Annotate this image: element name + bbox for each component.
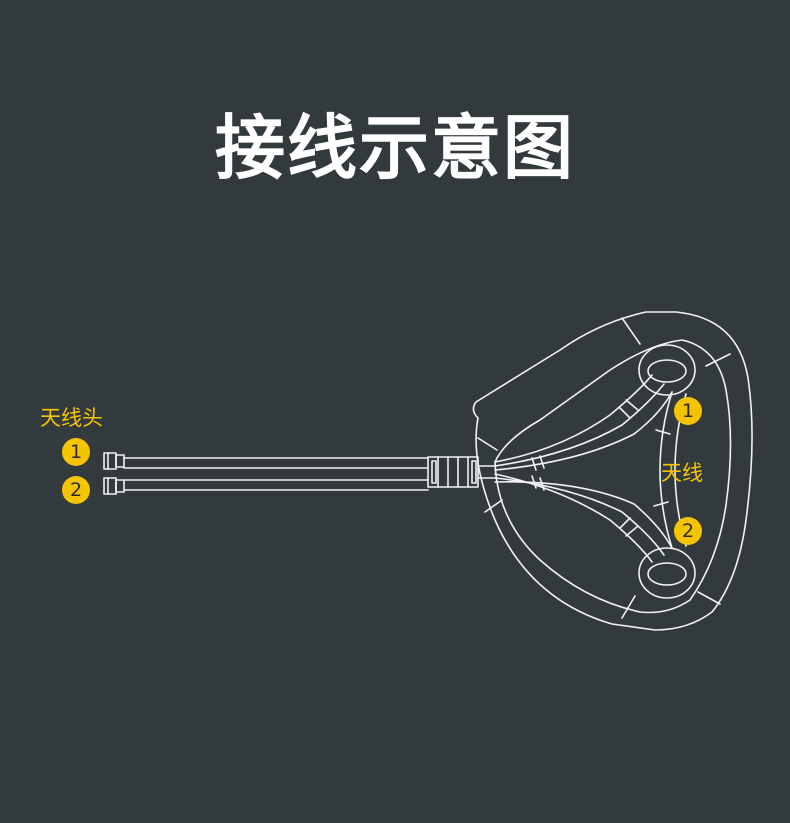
connector-badge-2: 2 [62,476,90,504]
antenna-badge-1: 1 [674,397,702,425]
antenna-element-1 [638,344,696,396]
feed-cables [123,457,496,491]
connector-head-1 [103,452,125,470]
connector-badge-1: 1 [62,438,90,466]
connector-group-label: 天线头 [40,406,103,430]
page-title: 接线示意图 [215,107,575,189]
antenna-element-2 [638,547,696,599]
frame-dividers [477,317,731,619]
lower-arm-cables [494,473,673,563]
antenna-group-label: 天线 [661,461,703,485]
antenna-outer-frame [472,311,753,631]
antenna-badge-2: 2 [674,517,702,545]
cable-clamp [427,456,479,488]
connector-head-2 [103,477,125,495]
upper-arm-cables [494,374,673,471]
antenna-inner-frame [494,339,732,614]
